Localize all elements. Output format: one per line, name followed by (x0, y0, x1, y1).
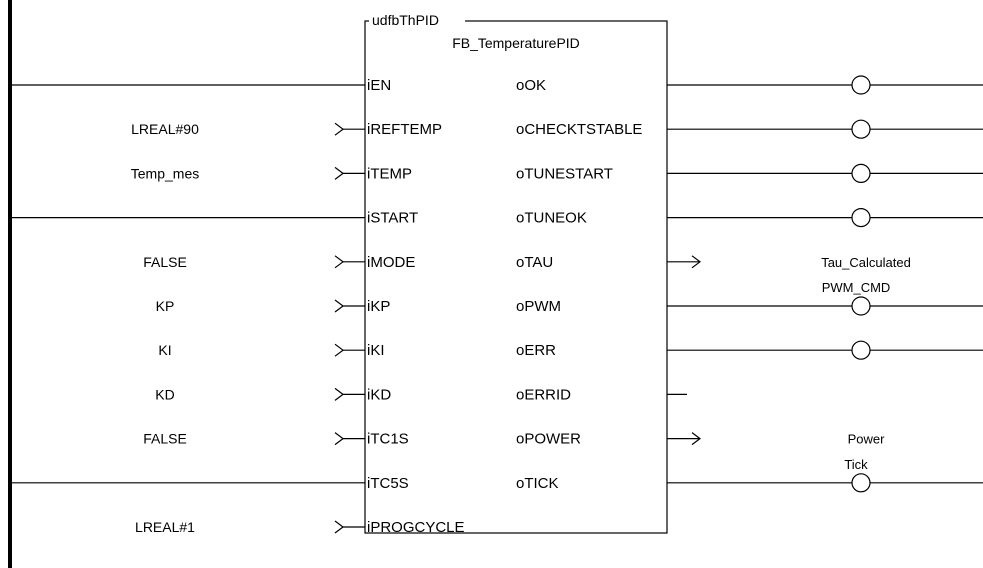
output-row-oTUNEOK: oTUNEOK (516, 208, 983, 228)
output-pin-oCHECKTSTABLE: oCHECKTSTABLE (516, 121, 642, 138)
output-row-oERR: oERR (516, 340, 983, 360)
input-pin-iREFTEMP: iREFTEMP (367, 121, 442, 138)
coil-variable-oTICK[interactable]: Tick (844, 457, 868, 472)
output-row-oTAU: oTAU Tau_Calculated (516, 254, 911, 271)
input-pin-iTEMP: iTEMP (367, 165, 412, 182)
input-connector-icon (334, 166, 344, 180)
input-pin-iKP: iKP (367, 298, 390, 315)
input-connector-icon (334, 122, 344, 136)
output-pin-oTAU: oTAU (516, 254, 553, 271)
output-pin-oTUNESTART: oTUNESTART (516, 165, 613, 182)
function-block-box[interactable] (364, 20, 668, 534)
output-pin-oERRID: oERRID (516, 386, 571, 403)
coil-icon[interactable] (851, 473, 871, 493)
input-variable-iMODE[interactable]: FALSE (143, 254, 187, 270)
input-connector-icon (334, 299, 344, 313)
output-pin-oPWM: oPWM (516, 298, 561, 315)
outputs-layer: oOK oCHECKTSTABLE oTUNESTART oTUNEOK oTAU Tau… (516, 75, 983, 493)
output-pin-oOK: oOK (516, 77, 546, 94)
block-type-name: FB_TemperaturePID (452, 35, 580, 51)
input-variable-iKD[interactable]: KD (155, 386, 174, 402)
output-row-oTICK: oTICK Tick (516, 457, 983, 493)
input-variable-iTEMP[interactable]: Temp_mes (131, 165, 199, 181)
output-pin-oERR: oERR (516, 342, 556, 359)
input-variable-iKP[interactable]: KP (156, 298, 175, 314)
input-row-iMODE: FALSE iMODE (143, 254, 415, 271)
output-variable-oPOWER[interactable]: Power (848, 432, 886, 447)
left-power-rail (8, 0, 12, 568)
coil-icon[interactable] (851, 75, 871, 95)
output-row-oOK: oOK (516, 75, 983, 95)
input-variable-iREFTEMP[interactable]: LREAL#90 (131, 121, 199, 137)
input-connector-icon (334, 255, 344, 269)
coil-icon[interactable] (851, 208, 871, 228)
input-pin-iEN: iEN (367, 77, 391, 94)
output-row-oPWM: oPWM PWM_CMD (516, 280, 983, 316)
input-connector-icon (334, 432, 344, 446)
input-variable-iTC1S[interactable]: FALSE (143, 431, 187, 447)
inputs-layer: iEN LREAL#90 iREFTEMP Temp_mes iTEMP iSTART FA… (12, 77, 465, 536)
input-pin-iMODE: iMODE (367, 254, 415, 271)
output-pin-oTICK: oTICK (516, 475, 559, 492)
input-connector-icon (334, 520, 344, 534)
input-row-iTC5S: iTC5S (12, 475, 409, 492)
coil-icon[interactable] (851, 119, 871, 139)
input-pin-iPROGCYCLE: iPROGCYCLE (367, 519, 465, 536)
output-row-oCHECKTSTABLE: oCHECKTSTABLE (516, 119, 983, 139)
input-row-iTEMP: Temp_mes iTEMP (131, 165, 412, 182)
output-row-oERRID: oERRID (516, 386, 687, 403)
input-variable-iPROGCYCLE[interactable]: LREAL#1 (135, 519, 195, 535)
input-row-iSTART: iSTART (12, 210, 418, 227)
input-row-iTC1S: FALSE iTC1S (143, 431, 408, 448)
input-pin-iKI: iKI (367, 342, 385, 359)
output-pin-oPOWER: oPOWER (516, 431, 581, 448)
coil-variable-oPWM[interactable]: PWM_CMD (822, 280, 891, 295)
output-row-oTUNESTART: oTUNESTART (516, 163, 983, 183)
input-row-iREFTEMP: LREAL#90 iREFTEMP (131, 121, 442, 138)
coil-icon[interactable] (851, 163, 871, 183)
input-connector-icon (334, 387, 344, 401)
input-pin-iKD: iKD (367, 386, 391, 403)
output-connector-icon (691, 432, 701, 446)
block-instance-name: udfbThPID (372, 12, 439, 28)
input-row-iKD: KD iKD (155, 386, 391, 403)
input-row-iEN: iEN (12, 77, 391, 94)
input-row-iKI: KI iKI (158, 342, 384, 359)
input-row-iPROGCYCLE: LREAL#1 iPROGCYCLE (135, 519, 465, 536)
coil-icon[interactable] (851, 296, 871, 316)
output-variable-oTAU[interactable]: Tau_Calculated (821, 255, 911, 270)
input-connector-icon (334, 343, 344, 357)
input-pin-iTC1S: iTC1S (367, 431, 409, 448)
input-pin-iTC5S: iTC5S (367, 475, 409, 492)
input-row-iKP: KP iKP (156, 298, 391, 315)
output-row-oPOWER: oPOWER Power (516, 431, 885, 448)
coil-icon[interactable] (851, 340, 871, 360)
input-variable-iKI[interactable]: KI (158, 342, 171, 358)
input-pin-iSTART: iSTART (367, 210, 418, 227)
output-pin-oTUNEOK: oTUNEOK (516, 210, 587, 227)
output-connector-icon (691, 255, 701, 269)
